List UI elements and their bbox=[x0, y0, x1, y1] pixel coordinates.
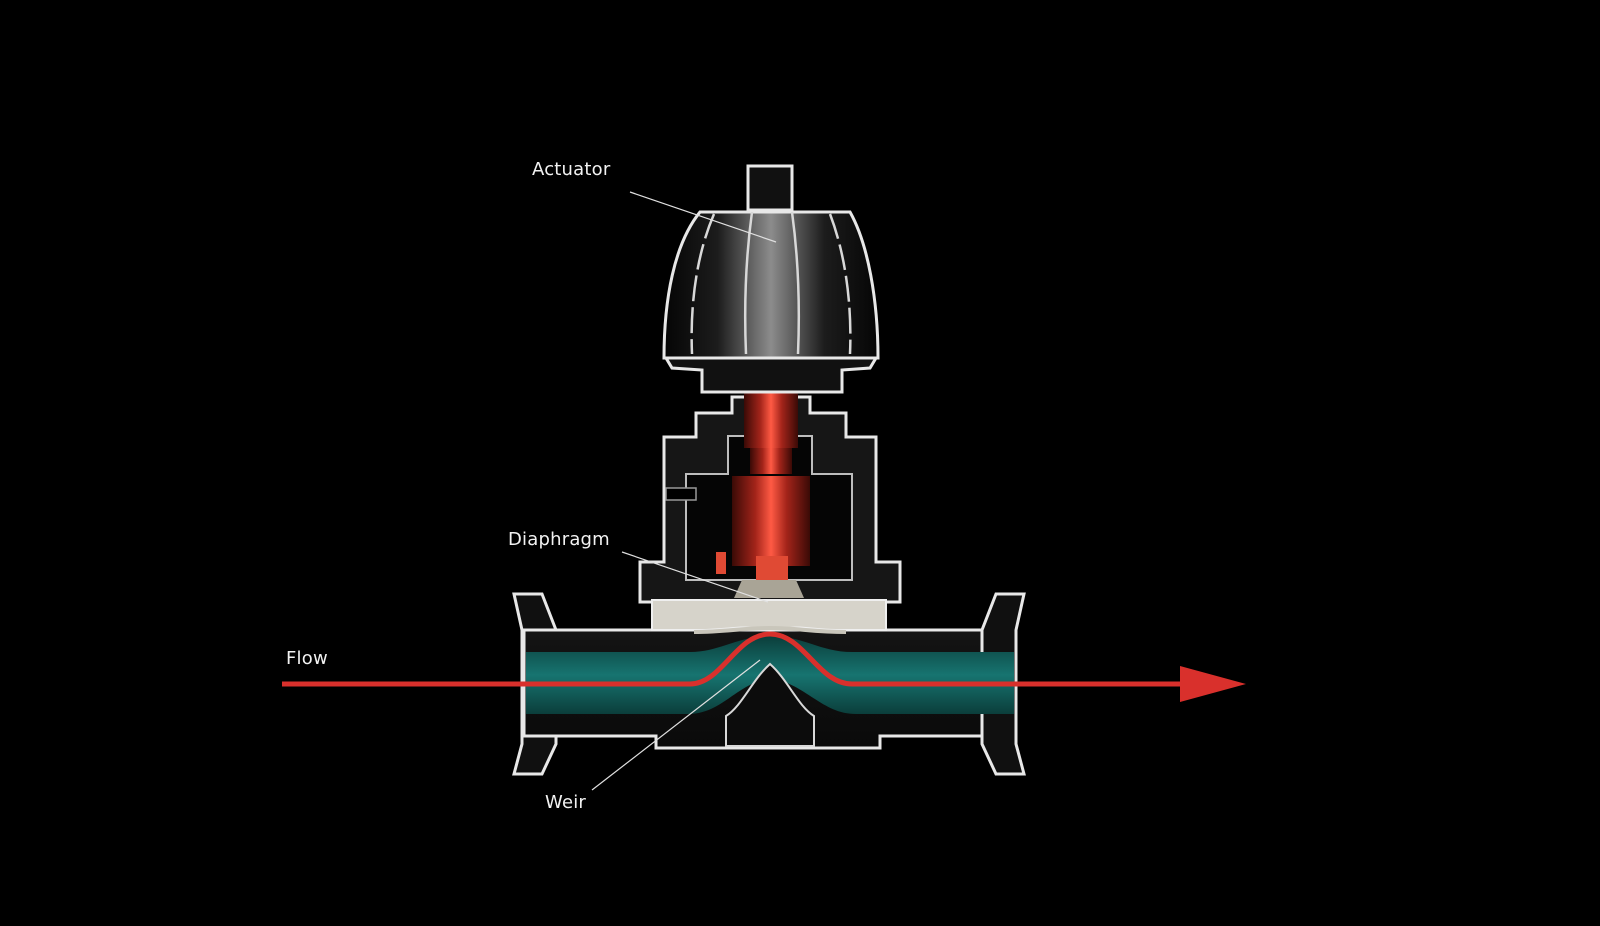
stem-nut bbox=[756, 556, 788, 580]
diaphragm bbox=[651, 599, 887, 631]
stem-lower bbox=[732, 476, 810, 566]
actuator bbox=[662, 164, 880, 394]
actuator-rib-1 bbox=[690, 213, 716, 355]
flow-label: Flow bbox=[286, 648, 328, 669]
weir-leader bbox=[591, 659, 761, 791]
actuator-collar bbox=[663, 356, 879, 394]
diaphragm-bulge bbox=[693, 625, 847, 634]
weir-label: Weir bbox=[545, 792, 587, 813]
diaphragm-leader bbox=[621, 551, 769, 603]
actuator-spindle bbox=[746, 164, 794, 212]
actuator-cap bbox=[662, 210, 880, 360]
diaphragm-label: Diaphragm bbox=[508, 529, 610, 550]
side-vent bbox=[665, 487, 697, 501]
stem-upper bbox=[744, 392, 798, 448]
leader-lines bbox=[591, 191, 777, 791]
valve-stem bbox=[716, 392, 810, 598]
stem-mid bbox=[750, 448, 792, 474]
valve-body bbox=[512, 592, 1026, 776]
stem-compressor bbox=[734, 580, 804, 598]
stem-pin bbox=[716, 552, 726, 574]
flow-line bbox=[282, 631, 1184, 687]
actuator-label: Actuator bbox=[532, 159, 611, 180]
actuator-rib-3 bbox=[790, 211, 800, 355]
right-arrow-icon bbox=[1180, 666, 1246, 702]
weir bbox=[725, 662, 815, 747]
actuator-rib-2 bbox=[744, 211, 754, 355]
actuator-leader bbox=[629, 191, 777, 243]
flow-arrow bbox=[282, 631, 1246, 702]
actuator-rib-4 bbox=[828, 213, 852, 355]
